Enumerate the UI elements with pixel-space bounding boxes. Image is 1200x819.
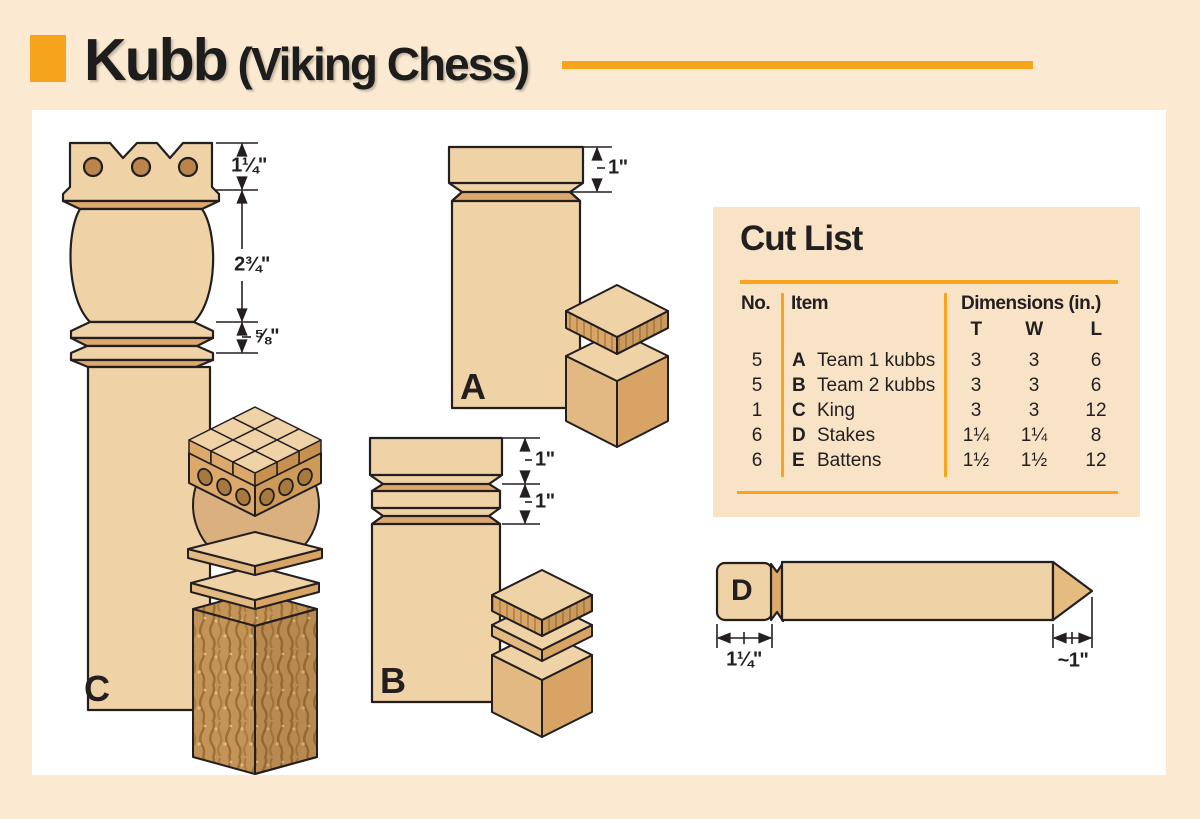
- table-row: 1 C King 3 3 12: [713, 400, 1140, 424]
- kubb-a-groove: [450, 190, 582, 203]
- cell-letter: E: [792, 450, 805, 471]
- dim-c-belly: 2¾": [234, 253, 270, 276]
- cell-name: Team 1 kubbs: [817, 350, 936, 371]
- title-accent-square: [30, 35, 66, 82]
- cell-t: 3: [970, 400, 982, 421]
- king-collar-band: [69, 344, 215, 362]
- cell-w: 3: [1028, 375, 1040, 396]
- king-post: [192, 591, 318, 775]
- title-rule: [562, 61, 1033, 69]
- king-belly: [69, 207, 215, 324]
- cell-l: 12: [1085, 400, 1107, 421]
- kubb-b-groove: [370, 514, 502, 526]
- dim-a-cap: 1": [608, 156, 628, 179]
- cell-t: 1¼: [962, 425, 990, 446]
- cell-l: 12: [1085, 450, 1107, 471]
- piece-b-profile: [368, 436, 504, 704]
- table-row: 5 A Team 1 kubbs 3 3 6: [713, 350, 1140, 374]
- crown-checker-cubes: [188, 406, 322, 487]
- piece-b-dimensions: [502, 437, 540, 525]
- kubb-b-groove: [370, 482, 502, 493]
- king-collar-band: [69, 320, 215, 340]
- cell-name: Battens: [817, 450, 882, 471]
- table-row: 6 E Battens 1½ 1½ 12: [713, 450, 1140, 474]
- cut-list-rule-bottom: [737, 491, 1118, 494]
- cell-l: 6: [1090, 350, 1102, 371]
- page-title: Kubb (Viking Chess): [84, 26, 531, 94]
- cell-letter: C: [792, 400, 806, 421]
- col-header-l: L: [1090, 319, 1102, 340]
- cell-name: Stakes: [817, 425, 876, 446]
- cell-no: 5: [751, 350, 763, 371]
- col-header-no: No.: [741, 293, 771, 314]
- piece-b-3d: [491, 569, 593, 738]
- piece-d-dimensions: [716, 597, 1093, 648]
- king-collar-slab: [190, 565, 320, 610]
- cell-t: 3: [970, 350, 982, 371]
- dim-c-crown: 1¼": [231, 154, 267, 177]
- dim-d-head: 1¼": [726, 648, 762, 671]
- crown-hole: [177, 156, 199, 178]
- piece-c-profile: [61, 141, 221, 712]
- cell-name: King: [817, 400, 856, 421]
- cell-no: 1: [751, 400, 763, 421]
- piece-a-label: A: [460, 366, 486, 407]
- crown-hole: [82, 156, 104, 178]
- cell-w: 3: [1028, 350, 1040, 371]
- cell-w: 3: [1028, 400, 1040, 421]
- cell-t: 3: [970, 375, 982, 396]
- table-row: 6 D Stakes 1¼ 1¼ 8: [713, 425, 1140, 449]
- cell-no: 6: [751, 450, 763, 471]
- dim-d-tip: ~1": [1057, 649, 1089, 672]
- cut-list-panel: Cut List No. Item Dimensions (in.) T W L…: [713, 207, 1140, 517]
- cell-letter: A: [792, 350, 806, 371]
- stake-shaft: [780, 560, 1055, 622]
- cut-list-divider: [781, 293, 784, 477]
- king-collar-slab: [187, 531, 323, 576]
- dim-c-collar: ⅝": [254, 325, 280, 348]
- cell-no: 5: [751, 375, 763, 396]
- crown-3d-holes: [197, 467, 313, 507]
- cell-name: Team 2 kubbs: [817, 375, 936, 396]
- col-header-dims: Dimensions (in.): [961, 293, 1101, 314]
- table-row: 5 B Team 2 kubbs 3 3 6: [713, 375, 1140, 399]
- title-subtitle: (Viking Chess): [237, 38, 531, 90]
- piece-a-dimensions: [572, 146, 612, 193]
- cell-l: 6: [1090, 375, 1102, 396]
- cut-list-divider: [944, 293, 947, 477]
- piece-a-3d: [565, 284, 669, 448]
- piece-c-label: C: [84, 668, 110, 709]
- col-header-w: W: [1025, 319, 1043, 340]
- dim-b-band: 1": [535, 490, 555, 513]
- crown-hole: [130, 156, 152, 178]
- cell-letter: D: [792, 425, 806, 446]
- piece-d-drawing: [715, 560, 1094, 623]
- col-header-item: Item: [791, 293, 829, 314]
- king-collar-groove: [69, 336, 215, 348]
- piece-d-label: D: [731, 574, 753, 607]
- cut-list-title: Cut List: [740, 219, 863, 258]
- cell-no: 6: [751, 425, 763, 446]
- king-crown-shade: [61, 199, 221, 211]
- dim-b-cap: 1": [535, 448, 555, 471]
- cell-w: 1½: [1020, 450, 1048, 471]
- piece-c-dimensions: [216, 142, 258, 354]
- piece-c-3d: [187, 406, 323, 775]
- cell-w: 1¼: [1020, 425, 1048, 446]
- stake-point: [1051, 560, 1094, 622]
- col-header-t: T: [970, 319, 982, 340]
- title-main: Kubb: [84, 27, 229, 93]
- cell-letter: B: [792, 375, 806, 396]
- king-crown-3d: [188, 406, 322, 517]
- king-body: [86, 365, 212, 712]
- cut-list-rule-top: [740, 280, 1118, 284]
- cell-t: 1½: [962, 450, 990, 471]
- cell-l: 8: [1090, 425, 1102, 446]
- piece-b-label: B: [380, 660, 406, 701]
